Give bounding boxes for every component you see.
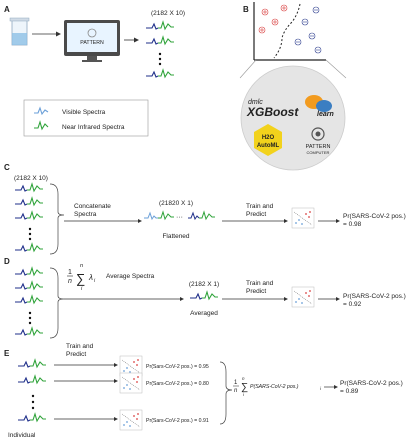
sample-tube-icon	[9, 17, 30, 46]
individual-arrows	[54, 363, 118, 421]
svg-text:1: 1	[234, 380, 238, 386]
train-c-line1: Train and	[246, 203, 274, 210]
flattened-label: Flattened	[162, 233, 189, 240]
monitor-text: PATTERN	[80, 40, 104, 46]
legend-nir-label: Near Infrared Spectra	[62, 124, 125, 131]
prob-label-c: Pr(SARS-CoV-2 pos.)	[343, 213, 406, 220]
svg-text:∑: ∑	[241, 382, 248, 393]
spectra-stack-a	[145, 21, 175, 78]
panel-label-e: E	[4, 349, 10, 358]
averaged-label: Averaged	[190, 310, 218, 317]
prob-value-e: = 0.89	[340, 388, 359, 395]
spectra-stack-d	[14, 267, 44, 336]
svg-text:XGBoost: XGBoost	[246, 105, 299, 119]
prob-e-2: Pr(Sars-CoV-2 pos.) = 0.80	[146, 381, 209, 387]
mean-prob-formula: 1 n ∑ n i	[233, 376, 248, 397]
xgboost-logo: dmlc XGBoost	[246, 99, 299, 119]
svg-text:dmlc: dmlc	[248, 99, 263, 106]
flat-dims-c: (21820 X 1)	[159, 200, 193, 207]
legend-visible-label: Visible Spectra	[62, 109, 106, 116]
panel-label-a: A	[4, 5, 10, 14]
svg-text:i: i	[94, 278, 96, 284]
prob-label-e: Pr(SARS-CoV-2 pos.)	[340, 380, 403, 387]
svg-text:1: 1	[68, 269, 72, 276]
classification-plot	[253, 2, 326, 61]
scatter-d	[291, 286, 315, 308]
panel-label-d: D	[4, 257, 10, 266]
svg-text:n: n	[242, 376, 245, 381]
train-e-line2: Predict	[66, 351, 86, 358]
train-d-line1: Train and	[246, 280, 274, 287]
svg-text:n: n	[68, 278, 72, 285]
concat-line2: Spectra	[74, 211, 97, 218]
spectra-stack-e	[17, 359, 47, 422]
svg-text:λ: λ	[88, 273, 93, 282]
legend-box	[23, 99, 149, 137]
concat-line1: Concatenate	[74, 203, 111, 210]
svg-text:PATTERN: PATTERN	[306, 144, 331, 150]
brace-e	[219, 361, 233, 425]
scatter-e-stack	[119, 355, 143, 431]
dims-a: (2182 X 10)	[151, 10, 185, 17]
pattern-computer-logo: PATTERN COMPUTER	[306, 127, 331, 155]
svg-text:n: n	[80, 263, 83, 269]
svg-text:learn: learn	[317, 111, 334, 118]
brace-c	[49, 183, 65, 255]
panel-label-b: B	[243, 5, 249, 14]
h2o-automl-logo: H2O AutoML	[254, 124, 282, 156]
sklearn-logo: learn	[305, 95, 334, 118]
prob-value-c: = 0.98	[343, 221, 362, 228]
averaged-spectrum	[189, 291, 219, 300]
mean-prob-term: P(SARS-CoV-2 pos.)	[250, 384, 299, 390]
train-d-line2: Predict	[246, 288, 266, 295]
svg-text:n: n	[234, 388, 238, 394]
avg-dims-d: (2182 X 1)	[189, 281, 219, 288]
train-c-line2: Predict	[246, 211, 266, 218]
avg-label: Average Spectra	[106, 273, 155, 280]
svg-text:H2O: H2O	[262, 135, 275, 141]
svg-text:i: i	[81, 286, 83, 292]
mean-prob-subscript: i	[320, 386, 322, 391]
individual-label: Individual	[8, 432, 36, 439]
flattened-spectrum: ···	[144, 210, 215, 221]
svg-text:∑: ∑	[76, 271, 85, 286]
svg-text:AutoML: AutoML	[257, 143, 280, 149]
prob-value-d: = 0.92	[343, 301, 362, 308]
average-formula: 1 n n ∑ i λ i	[67, 263, 96, 292]
prob-e-1: Pr(Sars-CoV-2 pos.) = 0.95	[146, 364, 209, 370]
prob-e-3: Pr(Sars-CoV-2 pos.) = 0.91	[146, 418, 209, 424]
svg-text:COMPUTER: COMPUTER	[307, 150, 330, 155]
svg-text:···: ···	[176, 214, 183, 221]
dims-c: (2182 X 10)	[14, 175, 48, 182]
train-e-line1: Train and	[66, 343, 94, 350]
panel-label-c: C	[4, 163, 10, 172]
prob-label-d: Pr(SARS-CoV-2 pos.)	[343, 293, 406, 300]
brace-d	[49, 267, 65, 339]
scatter-c	[291, 207, 315, 229]
spectra-stack-c	[14, 183, 44, 252]
monitor-icon	[64, 20, 120, 62]
